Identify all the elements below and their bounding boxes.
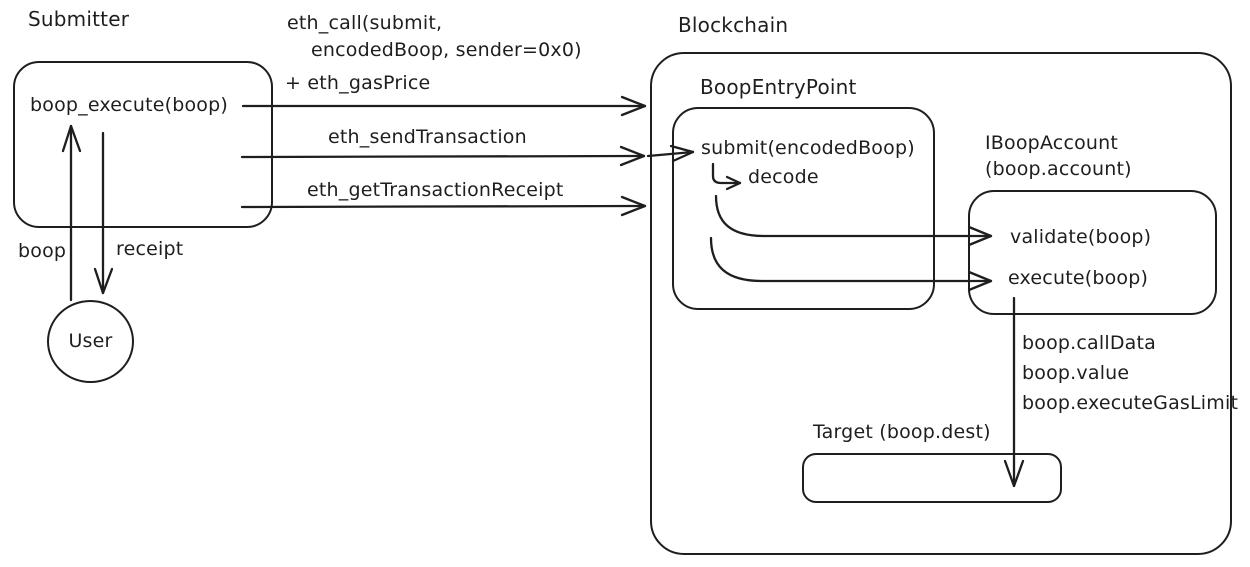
execute-label: execute(boop) xyxy=(1008,267,1149,289)
blockchain-box xyxy=(650,52,1232,555)
boop-calldata-label: boop.callData xyxy=(1022,332,1157,354)
eth-get-receipt-arrow xyxy=(240,195,647,217)
eth-send-transaction-arrow xyxy=(240,144,695,167)
submitter-box xyxy=(13,61,273,228)
iboop-account-box xyxy=(968,190,1217,315)
user-label: User xyxy=(68,330,113,352)
boop-label: boop xyxy=(18,240,67,262)
validate-curve-arrow xyxy=(714,194,993,247)
blockchain-title: Blockchain xyxy=(678,13,789,37)
execute-curve-arrow xyxy=(709,236,993,292)
eth-call-label-line2: encodedBoop, sender=0x0) xyxy=(311,39,582,61)
eth-call-label-line1: eth_call(submit, xyxy=(287,12,443,34)
target-box xyxy=(802,453,1062,503)
eth-gasprice-label: + eth_gasPrice xyxy=(285,72,431,94)
boop-entry-point-box xyxy=(672,107,935,310)
decode-label: decode xyxy=(748,166,819,188)
iboop-account-title-line1: IBoopAccount xyxy=(985,132,1119,154)
receipt-arrow xyxy=(93,131,114,295)
decode-branch-arrow xyxy=(711,162,742,191)
validate-label: validate(boop) xyxy=(1010,226,1152,248)
boop-execute-label: boop_execute(boop) xyxy=(30,94,228,116)
eth-get-receipt-label: eth_getTransactionReceipt xyxy=(307,179,564,201)
receipt-label: receipt xyxy=(116,238,184,260)
iboop-account-title-line2: (boop.account) xyxy=(985,158,1132,180)
target-title: Target (boop.dest) xyxy=(813,421,991,443)
boop-arrow xyxy=(61,124,82,302)
boop-entry-point-title: BoopEntryPoint xyxy=(700,75,857,99)
boop-gaslimit-label: boop.executeGasLimit xyxy=(1022,392,1239,414)
user-circle: User xyxy=(47,300,134,383)
eth-send-label: eth_sendTransaction xyxy=(328,126,527,148)
eth-call-arrow xyxy=(241,95,647,117)
submit-label: submit(encodedBoop) xyxy=(701,137,915,159)
boop-value-label: boop.value xyxy=(1022,362,1130,384)
submitter-title: Submitter xyxy=(28,7,130,31)
